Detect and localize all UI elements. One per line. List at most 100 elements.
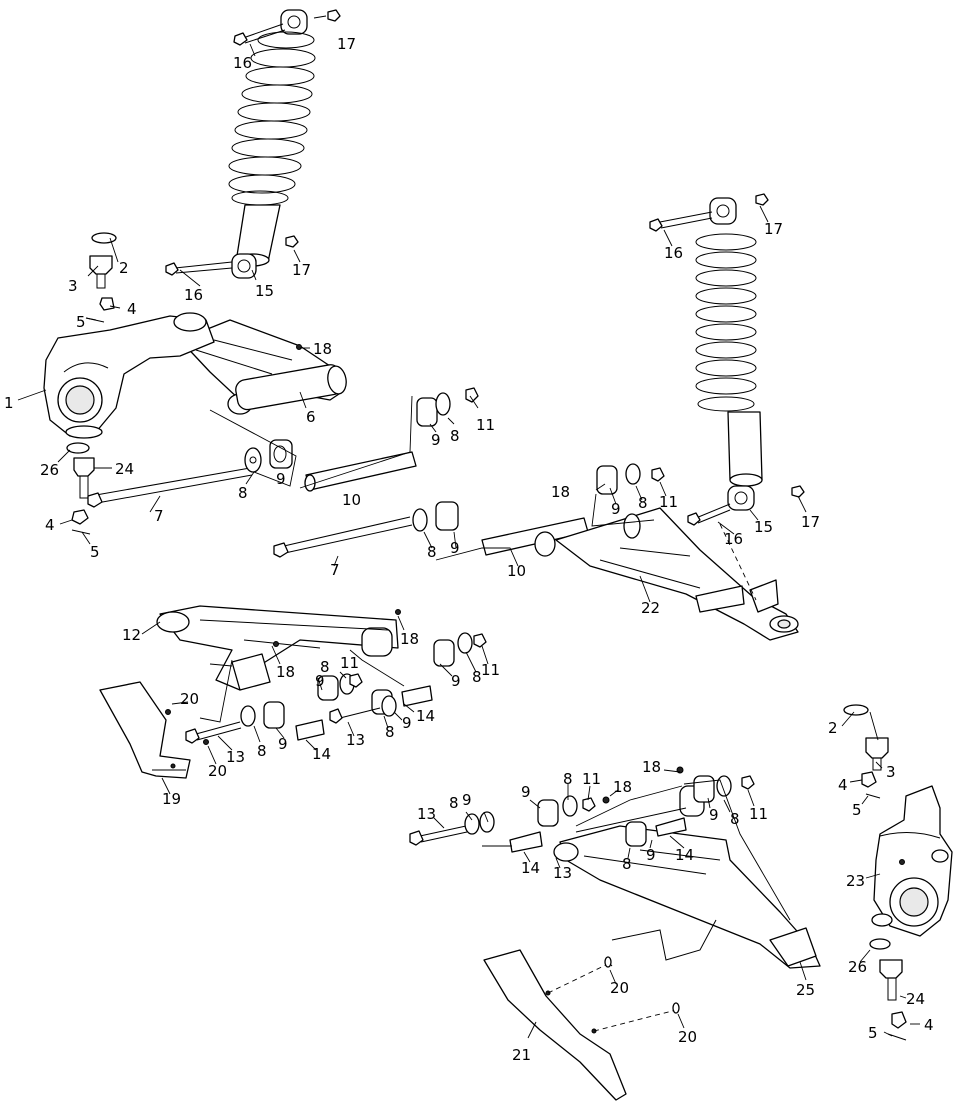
left-steering-knuckle [43, 312, 215, 439]
callout-10: 10 [342, 491, 361, 509]
callout-7: 7 [154, 507, 164, 525]
callout-8: 8 [730, 810, 740, 828]
callout-9: 9 [450, 539, 460, 557]
callout-11: 11 [476, 416, 495, 434]
callout-21: 21 [512, 1046, 531, 1064]
lower-a-arm-22 [555, 463, 799, 641]
rear-guard-plate-19 [99, 681, 209, 779]
callout-13: 13 [553, 864, 572, 882]
rear-right-bushings [409, 766, 755, 853]
callout-14: 14 [521, 859, 540, 877]
callout-10: 10 [507, 562, 526, 580]
callout-9: 9 [451, 672, 461, 690]
callout-8: 8 [450, 427, 460, 445]
callout-8: 8 [385, 723, 395, 741]
callout-2: 2 [828, 719, 838, 737]
left-upper-a-arm [179, 319, 347, 415]
callout-5: 5 [868, 1024, 878, 1042]
callout-8: 8 [449, 794, 459, 812]
callout-9: 9 [402, 714, 412, 732]
callout-18: 18 [276, 663, 295, 681]
left-lower-ball-joint [66, 442, 95, 535]
callout-5: 5 [90, 543, 100, 561]
callout-18: 18 [313, 340, 332, 358]
callout-11: 11 [582, 770, 601, 788]
callout-18: 18 [400, 630, 419, 648]
callout-4: 4 [838, 776, 848, 794]
callout-16: 16 [233, 54, 252, 72]
callout-14: 14 [675, 846, 694, 864]
callout-8: 8 [427, 543, 437, 561]
callout-9: 9 [709, 806, 719, 824]
callout-13: 13 [226, 748, 245, 766]
callout-2: 2 [119, 259, 129, 277]
right-shock-absorber [649, 193, 805, 526]
rear-right-guard-plate-21 [483, 919, 717, 1101]
callout-11: 11 [659, 493, 678, 511]
callout-19: 19 [162, 790, 181, 808]
callout-16: 16 [184, 286, 203, 304]
left-bushing-set [244, 439, 417, 492]
callout-9: 9 [278, 735, 288, 753]
callout-8: 8 [622, 855, 632, 873]
right-steering-knuckle [843, 704, 953, 1041]
callout-16: 16 [664, 244, 683, 262]
leader-lines [17, 15, 920, 1039]
rear-upper-arm-12 [156, 605, 401, 691]
callout-8: 8 [257, 742, 267, 760]
rear-lower-arm-25 [553, 785, 821, 969]
callout-9: 9 [462, 791, 472, 809]
callout-6: 6 [306, 408, 316, 426]
callout-4: 4 [45, 516, 55, 534]
callout-11: 11 [749, 805, 768, 823]
left-upper-ball-joint [85, 232, 117, 323]
callout-1: 1 [4, 394, 14, 412]
callout-20: 20 [610, 979, 629, 997]
callout-17: 17 [292, 261, 311, 279]
callout-3: 3 [68, 277, 78, 295]
callout-15: 15 [255, 282, 274, 300]
callout-13: 13 [417, 805, 436, 823]
callout-11: 11 [481, 661, 500, 679]
callout-9: 9 [315, 672, 325, 690]
callout-22: 22 [641, 599, 660, 617]
callout-14: 14 [312, 745, 331, 763]
callout-5: 5 [76, 313, 86, 331]
callout-14: 14 [416, 707, 435, 725]
callout-4: 4 [924, 1016, 934, 1034]
callout-26: 26 [40, 461, 59, 479]
center-pivot-bolt-7 [273, 501, 589, 558]
callout-8: 8 [238, 484, 248, 502]
callout-8: 8 [320, 658, 330, 676]
callout-5: 5 [852, 801, 862, 819]
callout-8: 8 [563, 770, 573, 788]
callout-9: 9 [611, 500, 621, 518]
callout-13: 13 [346, 731, 365, 749]
callout-24: 24 [115, 460, 134, 478]
callout-17: 17 [764, 220, 783, 238]
callout-7: 7 [330, 561, 340, 579]
callout-18: 18 [613, 778, 632, 796]
callout-17: 17 [337, 35, 356, 53]
rear-bushings-lower [185, 701, 325, 744]
left-shock-absorber [165, 9, 341, 279]
callout-12: 12 [122, 626, 141, 644]
callout-20: 20 [180, 690, 199, 708]
callout-25: 25 [796, 981, 815, 999]
callout-9: 9 [276, 470, 286, 488]
callout-9: 9 [646, 846, 656, 864]
callout-18: 18 [642, 758, 661, 776]
rear-bushings-upper [317, 632, 487, 724]
callout-8: 8 [638, 494, 648, 512]
left-washer-stack-top [416, 387, 479, 427]
callout-9: 9 [431, 431, 441, 449]
callout-20: 20 [208, 762, 227, 780]
callout-11: 11 [340, 654, 359, 672]
callout-4: 4 [127, 300, 137, 318]
callout-24: 24 [906, 990, 925, 1008]
callout-labels: 1 2 3 4 5 6 7 8 9 10 4 5 24 26 15 16 16 … [4, 35, 934, 1064]
callout-23: 23 [846, 872, 865, 890]
callout-26: 26 [848, 958, 867, 976]
callout-16: 16 [724, 530, 743, 548]
